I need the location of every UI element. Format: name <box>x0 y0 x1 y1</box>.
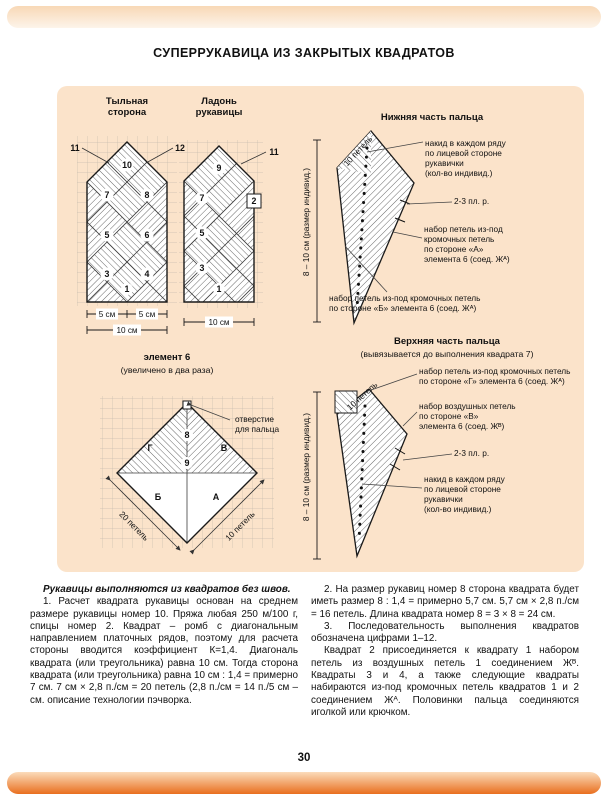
finger-lower-diagram: 10 петель <box>313 130 453 326</box>
dim-label: 5 см <box>139 310 156 319</box>
top-decor-band <box>7 6 601 28</box>
text-column-left: Рукавицы выполняются из квадратов без шв… <box>30 584 298 719</box>
label-side-v: набор воздушных петель по стороне «В» эл… <box>419 401 516 432</box>
element6-title: элемент 6 <box>143 352 191 363</box>
finger-lower-title: Нижняя часть пальца <box>380 112 484 123</box>
square-number: 11 <box>269 147 278 157</box>
body-text: Рукавицы выполняются из квадратов без шв… <box>30 584 579 719</box>
finger-hole <box>182 400 192 410</box>
label-side-a: набор петель из-под кромочных петель по … <box>424 224 510 265</box>
palm-square-numbers: 11 9 7 5 3 1 2 <box>195 147 279 295</box>
label-height-lower: 8 – 10 см (размер индивид.) <box>300 167 311 277</box>
label-yarnover-upper: накид в каждом ряду по лицевой стороне р… <box>424 474 505 515</box>
element6-subtitle: (увеличено в два раза) <box>120 365 214 375</box>
dimension-labels: 5 см 5 см 10 см 10 см <box>96 308 233 336</box>
side-letter: В <box>221 443 228 453</box>
mitten-palm-header: Ладонь рукавицы <box>195 96 243 119</box>
square-number: 4 <box>145 269 150 279</box>
mitten-back-header: Тыльная сторона <box>105 96 149 119</box>
square-number: 1 <box>125 284 130 294</box>
hole-leader <box>186 401 231 421</box>
square-number: 3 <box>200 263 205 273</box>
finger-lower-shape <box>336 130 415 326</box>
page-number: 30 <box>297 752 311 764</box>
square-number: 5 <box>200 228 205 238</box>
text-column-right: 2. На размер рукавиц номер 8 сторона ква… <box>311 584 579 719</box>
side-letter: Г <box>147 443 152 453</box>
square-number: 7 <box>105 190 110 200</box>
row-number: 8 <box>184 430 189 440</box>
paragraph-2: 2. На размер рукавиц номер 8 сторона ква… <box>311 584 579 620</box>
edge-arrows <box>105 475 265 555</box>
element6-diagram: 8 9 Г В Б А 20 петель 10 петель <box>100 396 274 555</box>
paragraph-4: Квадрат 2 присоединяется к квадрату 1 на… <box>311 645 579 718</box>
label-side-b: набор петель из-под кромочных петель по … <box>329 293 481 314</box>
square-number: 8 <box>145 190 150 200</box>
finger-upper-title: Верхняя часть пальца <box>394 336 500 347</box>
side-letter: Б <box>155 492 162 502</box>
label-rows-upper: 2-3 пл. р. <box>454 448 490 458</box>
square-number: 10 <box>122 160 132 170</box>
dim-label: 10 см <box>208 318 229 327</box>
label-side-g: набор петель из-под кромочных петель по … <box>419 366 571 387</box>
thumb-square <box>246 193 262 209</box>
page-title: СУПЕРРУКАВИЦА ИЗ ЗАКРЫТЫХ КВАДРАТОВ <box>153 46 455 60</box>
square-number: 12 <box>175 143 185 153</box>
yarnover-dots <box>355 146 369 310</box>
lead-paragraph: Рукавицы выполняются из квадратов без шв… <box>43 584 291 595</box>
paragraph-1: 1. Расчет квадрата рукавицы основан на с… <box>30 596 298 706</box>
leader-lines <box>361 373 453 489</box>
label-rows-lower: 2-3 пл. р. <box>454 196 490 206</box>
dim-label: 10 см <box>116 326 137 335</box>
square-number: 7 <box>200 193 205 203</box>
label-finger-hole: отверстие для пальца <box>235 414 280 435</box>
square-number: 2 <box>252 196 257 206</box>
bottom-decor-band <box>7 772 601 794</box>
side-letter: А <box>213 492 220 502</box>
row-number: 9 <box>184 458 189 468</box>
mittens-diagram: 11 12 10 7 8 5 6 3 4 1 11 9 7 5 3 1 2 <box>70 136 279 336</box>
back-square-numbers: 11 12 10 7 8 5 6 3 4 1 <box>70 143 185 295</box>
square-number: 3 <box>105 269 110 279</box>
square-number: 6 <box>145 230 150 240</box>
square-number: 1 <box>217 284 222 294</box>
dim-label: 5 см <box>99 310 116 319</box>
square-number: 11 <box>70 143 79 153</box>
finger-upper-subtitle: (вывязывается до выполнения квадрата 7) <box>360 349 534 359</box>
diagram-panel: Тыльная сторона Ладонь рукавицы <box>57 86 584 572</box>
leader-lines <box>344 141 453 293</box>
height-dimension-line <box>313 391 321 560</box>
finger-upper-shape <box>334 388 408 559</box>
square-number: 9 <box>217 163 222 173</box>
label-yarnover-lower: накид в каждом ряду по лицевой стороне р… <box>425 138 506 179</box>
finger-upper-diagram: 10 петель <box>313 373 453 560</box>
paragraph-3: 3. Последовательность выполнения квадрат… <box>311 620 579 645</box>
square-number: 5 <box>105 230 110 240</box>
height-dimension-line <box>313 139 321 323</box>
